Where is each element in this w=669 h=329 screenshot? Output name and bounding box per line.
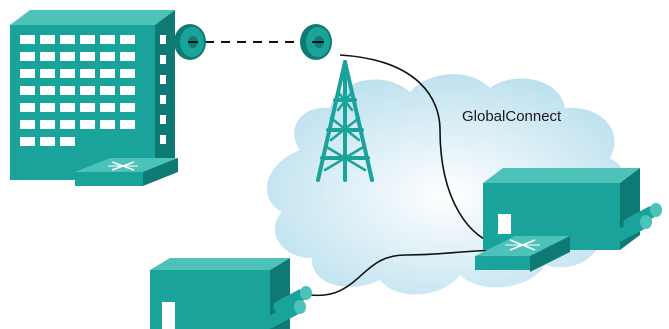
pipes-icon [263,286,312,329]
cloud-label: GlobalConnect [462,108,562,125]
office-building[interactable] [10,10,175,180]
building-router[interactable] [75,158,178,186]
link-dish-to-isp [339,54,501,246]
radio-tower[interactable] [316,60,374,182]
isp-router[interactable] [475,236,570,272]
link-branch-to-isp [309,249,496,297]
router-arrows-icon [505,239,540,251]
router-arrows-icon [108,161,138,171]
isp-pop[interactable] [483,168,662,250]
remote-branch[interactable] [150,258,312,329]
dish-left[interactable] [174,24,206,60]
pipes-icon [609,203,662,244]
door [498,214,511,234]
dish-right[interactable] [300,24,332,60]
door [162,302,175,329]
building-windows [20,35,166,146]
